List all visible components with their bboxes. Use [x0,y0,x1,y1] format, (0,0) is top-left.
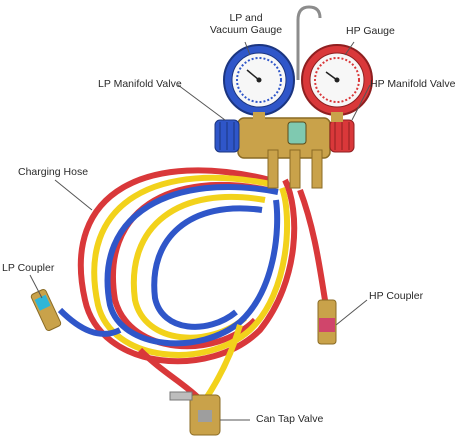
manifold-port-right [311,149,323,189]
label-lp-gauge-line2: Vacuum Gauge [209,24,283,36]
hose-to-hp-coupler [297,188,328,301]
lp-vacuum-gauge [223,44,295,122]
label-lp-gauge: LP and Vacuum Gauge [206,12,286,36]
hose-coil-blue [104,183,281,347]
hose-to-lp-coupler [57,307,122,337]
label-hp-gauge: HP Gauge [346,25,395,37]
lp-coupler [30,288,62,332]
hp-gauge [301,44,373,122]
label-lp-manifold-valve: LP Manifold Valve [98,78,182,90]
lp-manifold-valve-knob [214,119,240,153]
hp-manifold-valve-knob [329,119,355,153]
label-lp-gauge-line1: LP and [229,12,263,24]
label-charging-hose: Charging Hose [18,166,89,178]
label-can-tap-valve: Can Tap Valve [256,413,324,425]
can-tap-valve [169,391,221,436]
hose-coil-yellow [91,174,291,358]
label-hp-coupler: HP Coupler [369,290,424,302]
hanger-hook [296,5,322,80]
leader-lines [29,41,371,421]
label-hp-manifold-valve: HP Manifold Valve [370,78,456,90]
manifold-port-left [267,149,279,189]
hp-coupler [317,299,337,345]
label-lp-coupler: LP Coupler [2,262,55,274]
manifold-sight-glass [287,121,307,145]
manifold-port-center [289,149,301,189]
